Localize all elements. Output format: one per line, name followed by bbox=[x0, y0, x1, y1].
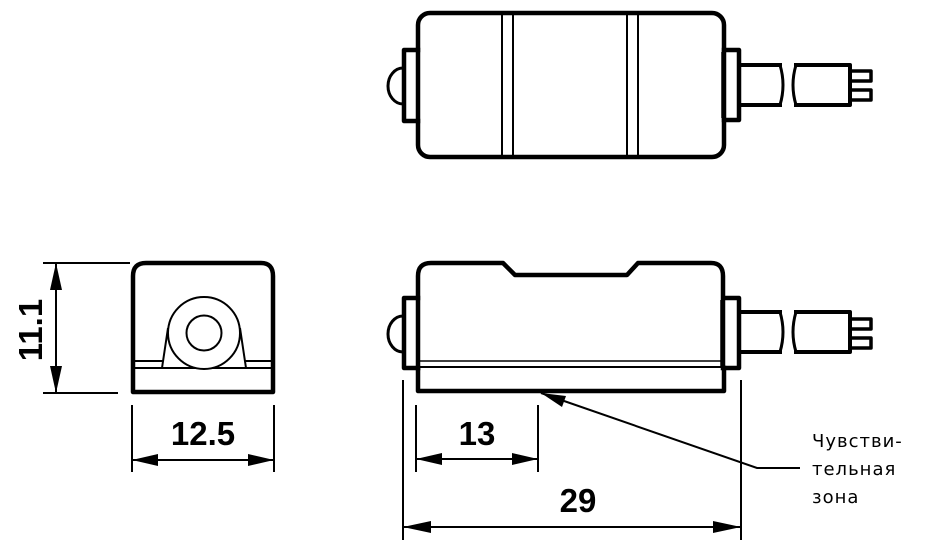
dimension-label: 29 bbox=[560, 482, 597, 519]
right-tab bbox=[721, 47, 742, 123]
dimension-height: 11.1 bbox=[12, 262, 130, 394]
sensor-body-top bbox=[415, 10, 727, 160]
cable bbox=[738, 63, 873, 107]
sensor-body-front bbox=[130, 260, 276, 395]
dimension-label: 13 bbox=[459, 415, 496, 452]
led-support bbox=[239, 327, 247, 369]
annotation-line-2: тельная bbox=[812, 459, 896, 480]
dimension-width: 12.5 bbox=[131, 405, 275, 472]
dimension-label: 11.1 bbox=[12, 299, 49, 361]
sensing-zone-leader: Чувстви- тельная зона bbox=[540, 392, 903, 508]
left-tab bbox=[401, 47, 421, 124]
sensor-body-side bbox=[415, 260, 726, 371]
cable bbox=[738, 310, 873, 354]
led-dome-icon bbox=[386, 314, 404, 354]
dimension-sensing-offset: 13 bbox=[415, 405, 539, 472]
led-support bbox=[161, 327, 169, 369]
annotation-line-1: Чувстви- bbox=[812, 431, 903, 452]
annotation-line-3: зона bbox=[812, 487, 859, 508]
sensing-face bbox=[415, 365, 727, 394]
led-lens-icon bbox=[185, 314, 223, 352]
leader-arrow-icon bbox=[541, 393, 566, 407]
led-dome-icon bbox=[386, 66, 404, 106]
side-view bbox=[386, 260, 873, 394]
dimension-length: 29 bbox=[402, 380, 742, 540]
dimension-label: 12.5 bbox=[171, 415, 235, 452]
left-tab bbox=[401, 295, 421, 371]
right-tab bbox=[721, 295, 742, 371]
front-view bbox=[130, 260, 276, 395]
top-view bbox=[386, 10, 873, 160]
led-outer-ring-icon bbox=[167, 296, 241, 370]
